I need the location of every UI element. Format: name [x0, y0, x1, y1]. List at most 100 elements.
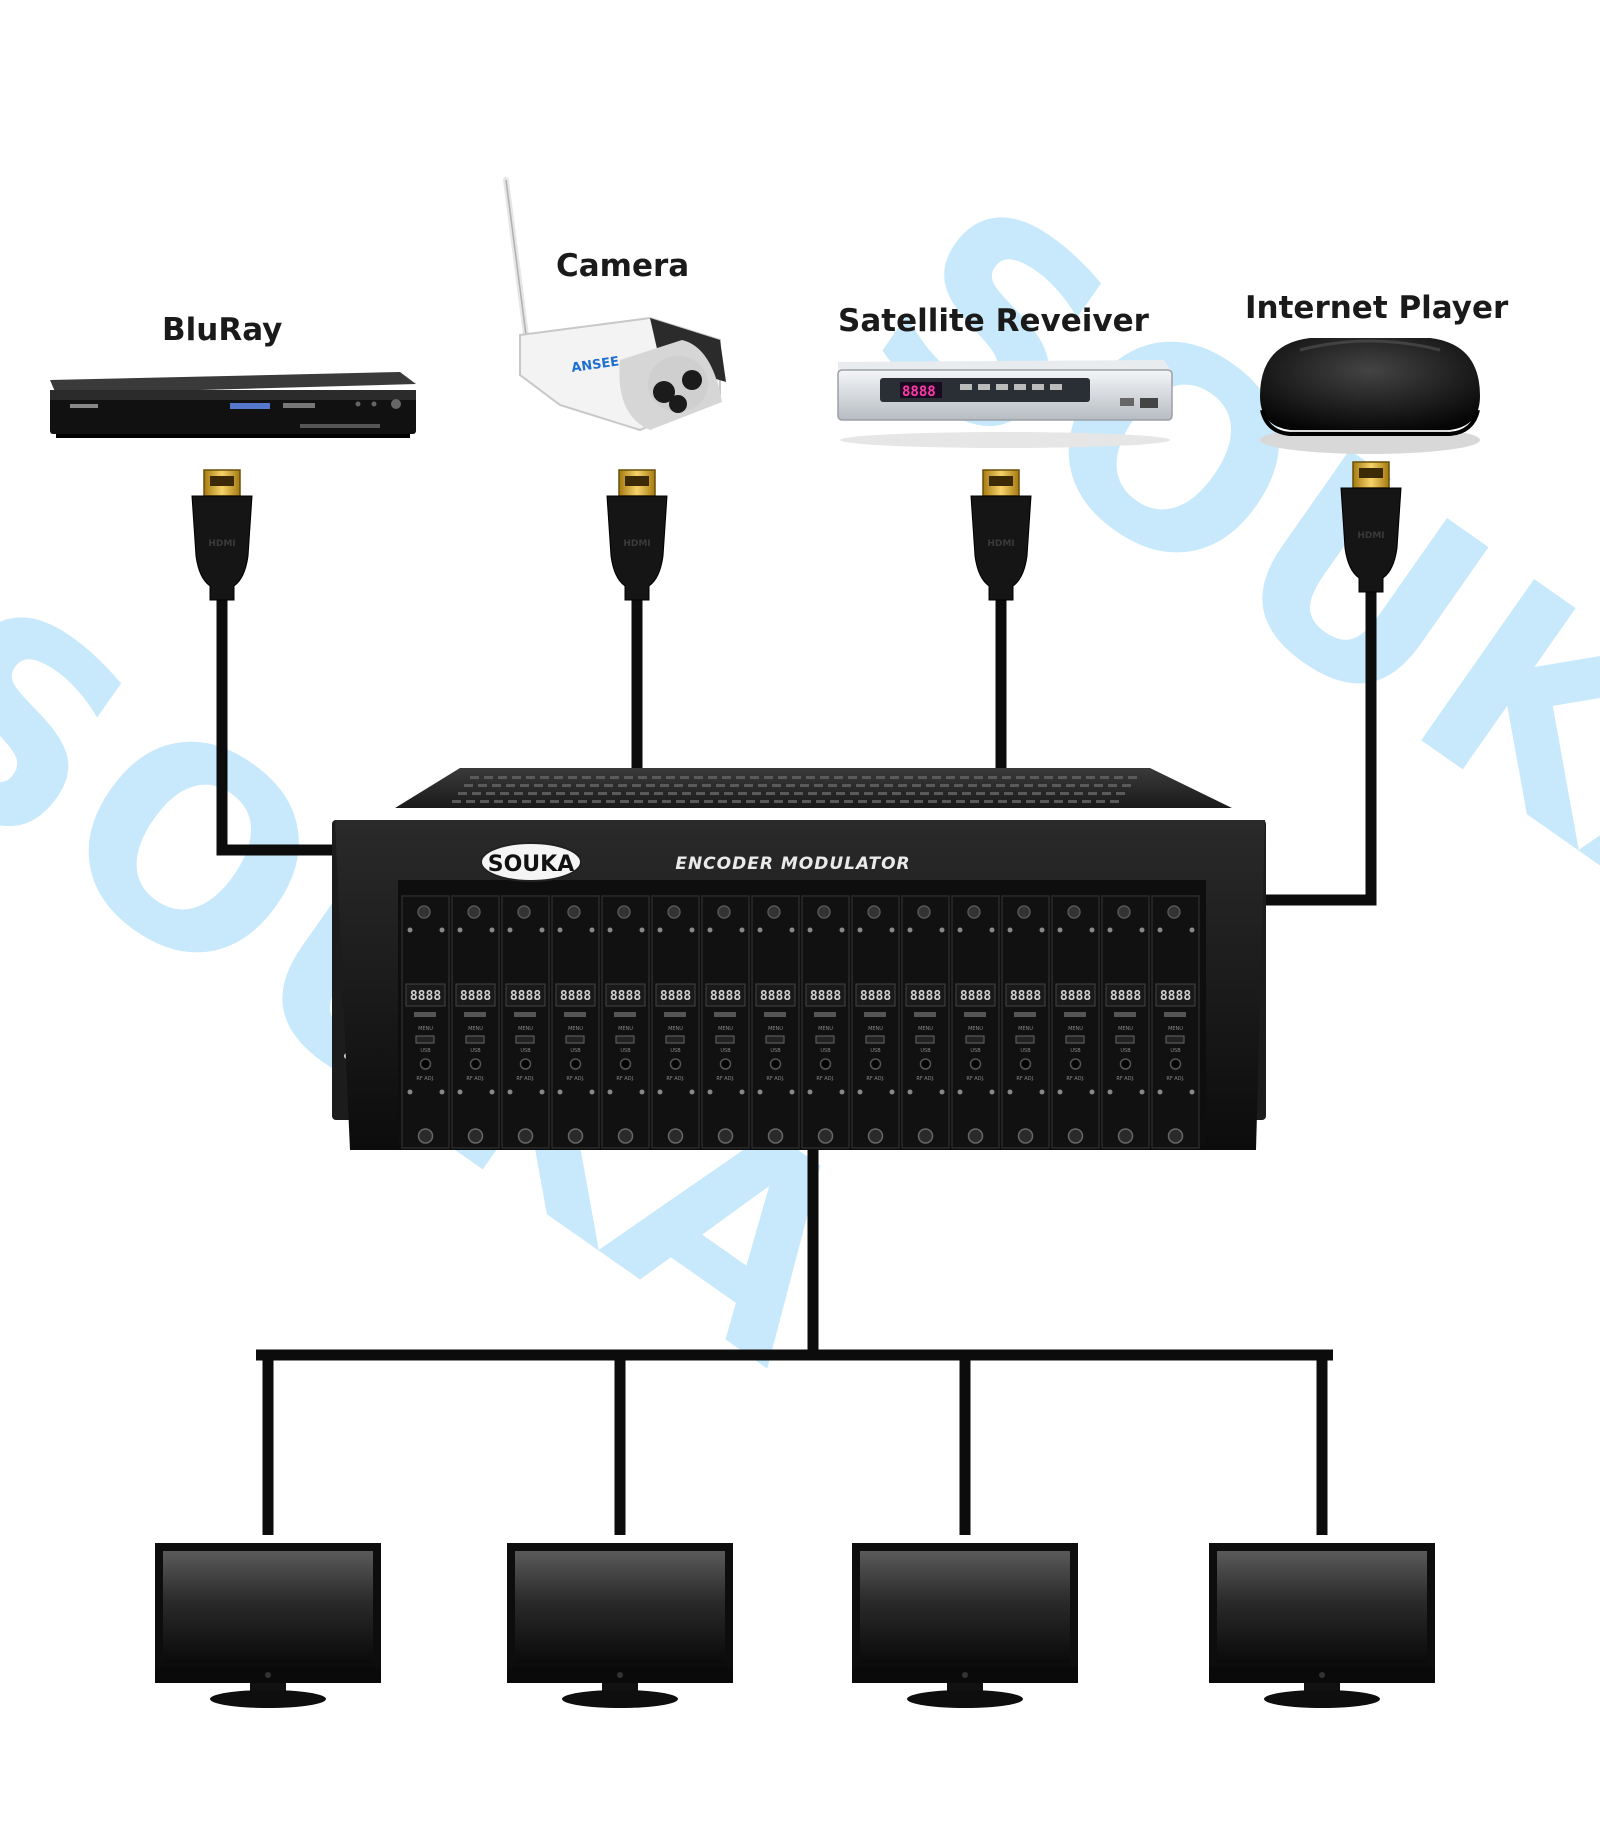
satellite-receiver-icon: 8888	[837, 360, 1173, 448]
vent-slot	[766, 792, 775, 795]
vent-slot	[928, 800, 937, 803]
module-menu-label: MENU	[718, 1026, 733, 1032]
input-cables	[216, 590, 1377, 906]
module-usb-label: USB	[420, 1048, 431, 1054]
vent-slot	[1072, 776, 1081, 779]
module-rf-label: RF ADJ.	[666, 1076, 685, 1082]
vent-slot	[956, 800, 965, 803]
vent-slot	[898, 784, 907, 787]
module-usb-label: USB	[1120, 1048, 1131, 1054]
vent-slot	[806, 776, 815, 779]
vent-slot	[732, 800, 741, 803]
vent-slot	[744, 784, 753, 787]
module-display: 8888	[760, 989, 791, 1004]
vent-slot	[506, 784, 515, 787]
device-brand-logo: SOUKA	[488, 852, 575, 877]
vent-slot	[470, 776, 479, 779]
vent-slot	[500, 792, 509, 795]
module-display: 8888	[960, 989, 991, 1004]
module-rf-label: RF ADJ.	[966, 1076, 985, 1082]
vent-slot	[492, 784, 501, 787]
vent-slot	[990, 792, 999, 795]
module-rf-label: RF ADJ.	[466, 1076, 485, 1082]
vent-slot	[970, 800, 979, 803]
vent-slot	[548, 784, 557, 787]
vent-slot	[820, 776, 829, 779]
vent-slot	[674, 784, 683, 787]
vent-slot	[562, 784, 571, 787]
vent-slot	[856, 784, 865, 787]
module-rf-label: RF ADJ.	[1016, 1076, 1035, 1082]
vent-slot	[660, 784, 669, 787]
vent-slot	[752, 792, 761, 795]
module-display: 8888	[1160, 989, 1191, 1004]
vent-slot	[508, 800, 517, 803]
vent-slot	[654, 792, 663, 795]
vent-slot	[1074, 792, 1083, 795]
vent-slot	[780, 792, 789, 795]
vent-slot	[912, 784, 921, 787]
vent-slot	[626, 792, 635, 795]
vent-slot	[1096, 800, 1105, 803]
vent-slot	[800, 784, 809, 787]
vent-slot	[886, 800, 895, 803]
vent-slot	[926, 784, 935, 787]
vent-slot	[534, 784, 543, 787]
vent-slot	[540, 776, 549, 779]
module-display: 8888	[910, 989, 941, 1004]
vent-slot	[872, 800, 881, 803]
vent-slot	[528, 792, 537, 795]
vent-slot	[940, 784, 949, 787]
vent-slot	[464, 784, 473, 787]
vent-slot	[676, 800, 685, 803]
vent-slot	[1030, 776, 1039, 779]
vent-slot	[610, 776, 619, 779]
module-rf-label: RF ADJ.	[416, 1076, 435, 1082]
vent-slot	[652, 776, 661, 779]
vent-slot	[582, 776, 591, 779]
vent-slot	[648, 800, 657, 803]
module-display: 8888	[460, 989, 491, 1004]
vent-slot	[764, 776, 773, 779]
module-menu-label: MENU	[618, 1026, 633, 1032]
module-usb-label: USB	[620, 1048, 631, 1054]
hdmi-connector-icon: HDMI	[970, 469, 1032, 601]
vent-slot	[750, 776, 759, 779]
vent-slot	[946, 776, 955, 779]
vent-slot	[918, 776, 927, 779]
vent-slot	[864, 792, 873, 795]
vent-slot	[786, 784, 795, 787]
module-display: 8888	[710, 989, 741, 1004]
vent-slot	[1018, 792, 1027, 795]
module-display: 8888	[1010, 989, 1041, 1004]
vent-slot	[976, 792, 985, 795]
vent-slot	[760, 800, 769, 803]
vent-slot	[998, 800, 1007, 803]
module-usb-label: USB	[570, 1048, 581, 1054]
vent-slot	[598, 792, 607, 795]
vent-slot	[584, 792, 593, 795]
vent-slot	[974, 776, 983, 779]
vent-slot	[704, 800, 713, 803]
module-display: 8888	[1060, 989, 1091, 1004]
vent-slot	[590, 784, 599, 787]
vent-slot	[514, 792, 523, 795]
vent-slot	[640, 792, 649, 795]
vent-slot	[1026, 800, 1035, 803]
vent-slot	[694, 776, 703, 779]
vent-slot	[816, 800, 825, 803]
vent-slot	[1116, 792, 1125, 795]
vent-slot	[494, 800, 503, 803]
vent-slot	[932, 776, 941, 779]
module-rf-label: RF ADJ.	[516, 1076, 535, 1082]
module-usb-label: USB	[720, 1048, 731, 1054]
vent-slot	[556, 792, 565, 795]
